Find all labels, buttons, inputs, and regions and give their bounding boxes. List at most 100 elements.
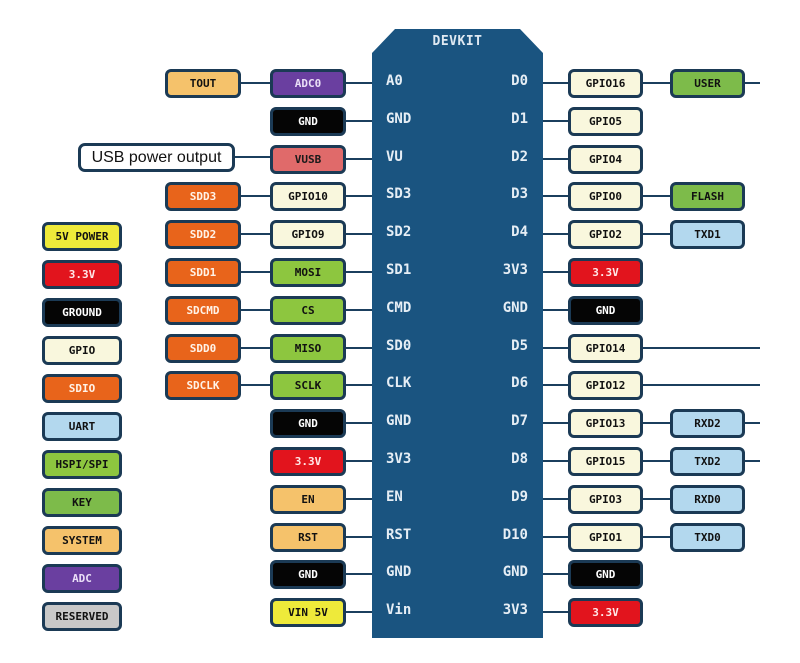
legend-key: KEY bbox=[42, 488, 122, 517]
usb-note-connector bbox=[235, 156, 270, 158]
pin-label-left: VU bbox=[386, 149, 403, 165]
pin-connector bbox=[346, 158, 372, 160]
pin-function-sclk: SCLK bbox=[270, 371, 346, 400]
pin-label-right: D8 bbox=[511, 451, 528, 467]
pin-label-right: D1 bbox=[511, 111, 528, 127]
pin-alt-function-sdd1: SDD1 bbox=[165, 258, 241, 287]
legend-adc: ADC bbox=[42, 564, 122, 593]
legend-3-3v: 3.3V bbox=[42, 260, 122, 289]
pin-connector bbox=[543, 309, 568, 311]
pin-connector bbox=[543, 120, 568, 122]
pin-alt-function-sdclk: SDCLK bbox=[165, 371, 241, 400]
pin-alt-function-txd1: TXD1 bbox=[670, 220, 745, 249]
pin-label-right: D9 bbox=[511, 489, 528, 505]
pin-connector bbox=[543, 498, 568, 500]
pin-alt-function-tout: TOUT bbox=[165, 69, 241, 98]
pin-function-gpio3: GPIO3 bbox=[568, 485, 643, 514]
pin-function-gpio16: GPIO16 bbox=[568, 69, 643, 98]
pin-function-vusb: VUSB bbox=[270, 145, 346, 174]
pin-function-gpio10: GPIO10 bbox=[270, 182, 346, 211]
pin-label-left: SD2 bbox=[386, 224, 412, 240]
pin-alt-function-sdd3: SDD3 bbox=[165, 182, 241, 211]
pin-connector bbox=[346, 347, 372, 349]
devkit-board bbox=[372, 29, 543, 638]
pin-function-gpio13: GPIO13 bbox=[568, 409, 643, 438]
pin-function-gnd: GND bbox=[270, 409, 346, 438]
pin-connector bbox=[346, 233, 372, 235]
pin-connector bbox=[241, 271, 270, 273]
pin-connector bbox=[543, 536, 568, 538]
pin-label-left: CLK bbox=[386, 375, 412, 391]
pin-connector bbox=[543, 347, 568, 349]
pin-label-left: Vin bbox=[386, 602, 412, 618]
pin-alt-function-sdd0: SDD0 bbox=[165, 334, 241, 363]
pin-alt-function-user: USER bbox=[670, 69, 745, 98]
pin-connector bbox=[346, 271, 372, 273]
pin-function-3-3v: 3.3V bbox=[270, 447, 346, 476]
pin-tail-line bbox=[745, 460, 760, 462]
pin-connector bbox=[346, 460, 372, 462]
pin-connector bbox=[643, 82, 670, 84]
pin-label-left: EN bbox=[386, 489, 403, 505]
legend-5v-power: 5V POWER bbox=[42, 222, 122, 251]
pin-tail-line bbox=[643, 347, 760, 349]
pin-function-rst: RST bbox=[270, 523, 346, 552]
pin-label-right: GND bbox=[502, 564, 528, 580]
pin-function-gpio12: GPIO12 bbox=[568, 371, 643, 400]
pin-connector bbox=[241, 347, 270, 349]
pin-connector bbox=[543, 611, 568, 613]
pin-label-right: D4 bbox=[511, 224, 528, 240]
pin-label-right: 3V3 bbox=[502, 262, 528, 278]
pin-connector bbox=[643, 460, 670, 462]
pin-function-gpio5: GPIO5 bbox=[568, 107, 643, 136]
pin-connector bbox=[241, 195, 270, 197]
pin-connector bbox=[346, 82, 372, 84]
pin-connector bbox=[543, 271, 568, 273]
pin-label-left: GND bbox=[386, 564, 412, 580]
pin-label-left: GND bbox=[386, 111, 412, 127]
pin-label-right: GND bbox=[502, 300, 528, 316]
usb-power-note: USB power output bbox=[78, 143, 235, 172]
pin-alt-function-txd2: TXD2 bbox=[670, 447, 745, 476]
pin-connector bbox=[543, 158, 568, 160]
pin-function-adc0: ADC0 bbox=[270, 69, 346, 98]
pin-connector bbox=[346, 573, 372, 575]
pin-connector bbox=[543, 233, 568, 235]
legend-ground: GROUND bbox=[42, 298, 122, 327]
pin-connector bbox=[346, 536, 372, 538]
legend-reserved: RESERVED bbox=[42, 602, 122, 631]
pin-label-right: D6 bbox=[511, 375, 528, 391]
pin-function-3-3v: 3.3V bbox=[568, 258, 643, 287]
pin-label-right: 3V3 bbox=[502, 602, 528, 618]
pin-connector bbox=[346, 384, 372, 386]
pin-label-left: RST bbox=[386, 527, 412, 543]
pin-function-cs: CS bbox=[270, 296, 346, 325]
pin-function-gnd: GND bbox=[270, 107, 346, 136]
pin-label-left: A0 bbox=[386, 73, 403, 89]
pin-connector bbox=[543, 195, 568, 197]
board-title: DEVKIT bbox=[432, 34, 483, 49]
pin-connector bbox=[241, 309, 270, 311]
pin-label-right: D2 bbox=[511, 149, 528, 165]
pin-connector bbox=[643, 233, 670, 235]
pin-label-right: D3 bbox=[511, 186, 528, 202]
pin-label-right: D0 bbox=[511, 73, 528, 89]
pin-function-mosi: MOSI bbox=[270, 258, 346, 287]
pin-function-gnd: GND bbox=[270, 560, 346, 589]
pin-function-gnd: GND bbox=[568, 296, 643, 325]
pin-label-right: D7 bbox=[511, 413, 528, 429]
pin-label-left: GND bbox=[386, 413, 412, 429]
pin-connector bbox=[241, 384, 270, 386]
legend-sdio: SDIO bbox=[42, 374, 122, 403]
pin-alt-function-flash: FLASH bbox=[670, 182, 745, 211]
pin-function-gpio9: GPIO9 bbox=[270, 220, 346, 249]
pin-connector bbox=[643, 195, 670, 197]
pin-connector bbox=[346, 422, 372, 424]
pin-function-gpio15: GPIO15 bbox=[568, 447, 643, 476]
pin-alt-function-rxd0: RXD0 bbox=[670, 485, 745, 514]
pin-function-vin-5v: VIN 5V bbox=[270, 598, 346, 627]
pin-label-right: D10 bbox=[502, 527, 528, 543]
pin-label-left: CMD bbox=[386, 300, 412, 316]
pin-connector bbox=[346, 120, 372, 122]
legend-system: SYSTEM bbox=[42, 526, 122, 555]
